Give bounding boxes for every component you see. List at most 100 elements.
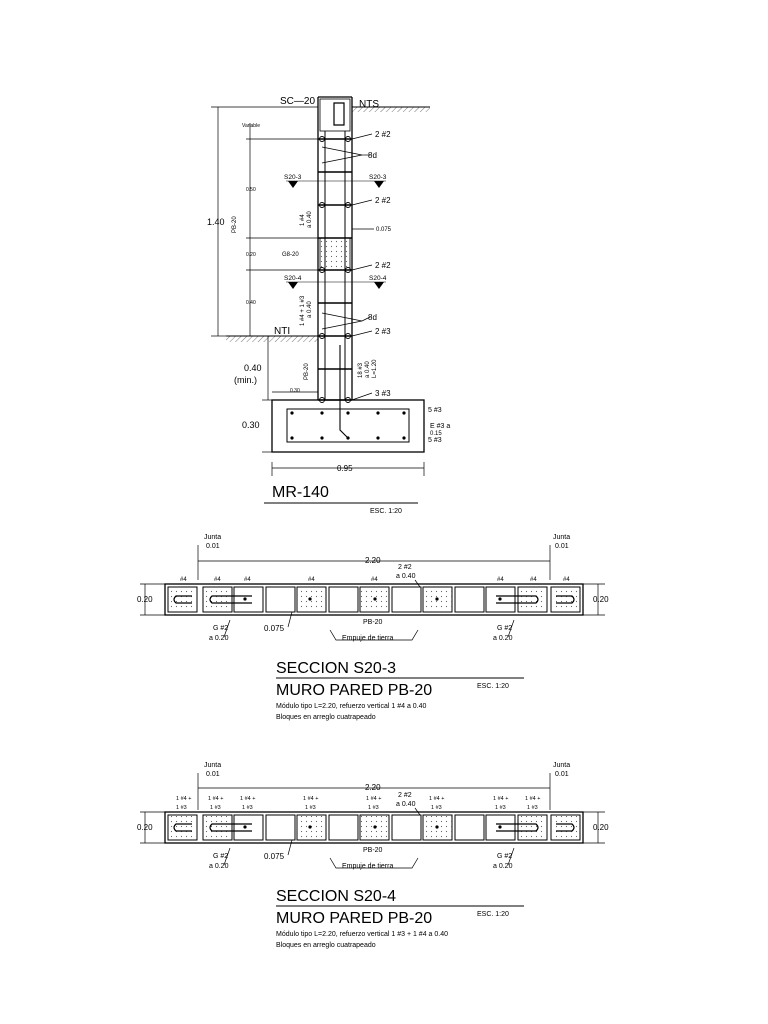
footing-bars — [290, 411, 406, 440]
label-s20-3-right: S20-3 — [369, 174, 387, 181]
label-vert-4-spacing: a 0.40 — [307, 211, 313, 228]
s20-4-bar-top: 2 #2 — [398, 792, 412, 799]
label-vert-4: 1 #4 — [300, 214, 306, 226]
wall-stem — [317, 96, 363, 439]
dim-total-height: 1.40 — [207, 217, 225, 227]
footing — [271, 399, 425, 453]
dim-050: 0.50 — [246, 187, 256, 193]
s20-3-bar-top-spacing: a 0.40 — [396, 573, 416, 580]
label-cover: 0.075 — [376, 227, 392, 233]
s20-4-subtitle: MURO PARED PB-20 — [276, 910, 432, 927]
s20-3-cell-label: #4 — [180, 577, 187, 583]
s20-3-junta-right: Junta — [553, 534, 570, 541]
s20-3-title: SECCION S20-3 — [276, 660, 396, 677]
label-vert-43-spacing: a 0.40 — [307, 301, 313, 318]
s20-4-cell-label-top: 1 #4 + — [208, 796, 223, 802]
s20-4-junta-right-value: 0.01 — [555, 771, 569, 778]
s20-4-cell-label-bottom: 1 #3 — [242, 805, 253, 811]
hook-8d-lower — [321, 312, 363, 330]
s20-4-empuje: Empuje de tierra — [342, 863, 393, 870]
elevation-scale: ESC. 1:20 — [370, 508, 402, 515]
s20-4-pb: PB-20 — [363, 847, 383, 854]
label-g8-20: G8-20 — [282, 252, 299, 258]
elevation-title: MR-140 — [272, 484, 329, 501]
s20-3-g-left: G #2 — [213, 625, 228, 632]
s20-3-cell-label: #4 — [563, 577, 570, 583]
s20-3-thickness-left: 0.20 — [137, 595, 153, 604]
s20-4-cell-label-top: 1 #4 + — [176, 796, 191, 802]
label-footing-stirrup: E #3 a — [430, 423, 450, 430]
s20-4-cell-label-top: 1 #4 + — [525, 796, 540, 802]
label-vert-43: 1 #4 + 1 #3 — [300, 295, 306, 326]
label-hook-8d-upper: 8d — [368, 151, 377, 160]
dim-stem: 0.30 — [290, 388, 300, 394]
s20-3-junta-right-value: 0.01 — [555, 543, 569, 550]
s20-4-cell-label-top: 1 #4 + — [303, 796, 318, 802]
label-footing-bars-bottom: 5 #3 — [428, 437, 442, 444]
s20-4-bar-top-spacing: a 0.40 — [396, 801, 416, 808]
s20-3-subtitle: MURO PARED PB-20 — [276, 682, 432, 699]
label-bar-3-3: 3 #3 — [375, 389, 391, 398]
s20-3-note2: Bloques en arreglo cuatrapeado — [276, 714, 376, 721]
s20-3-pb: PB-20 — [363, 619, 383, 626]
dim-embed: 0.40 — [244, 363, 262, 373]
s20-4-g-right: G #2 — [497, 853, 512, 860]
s20-3-g-right: G #2 — [497, 625, 512, 632]
s20-4-cell-label-top: 1 #4 + — [366, 796, 381, 802]
hook-8d-upper — [321, 146, 363, 164]
s20-3-length: 2.20 — [365, 556, 381, 565]
label-sc20: SC—20 — [280, 96, 315, 107]
s20-4-cell-label-bottom: 1 #3 — [305, 805, 316, 811]
label-s20-4-right: S20-4 — [369, 275, 387, 282]
s20-3-cell-label: #4 — [371, 577, 378, 583]
s20-4-cover: 0.075 — [264, 852, 285, 861]
section-s20-4: Junta 0.01 Junta 0.01 2.20 2 #2 a 0.40 0… — [137, 762, 609, 949]
s20-4-g-right-spacing: a 0.20 — [493, 863, 513, 870]
s20-4-junta-right: Junta — [553, 762, 570, 769]
label-pb20-upper: PB-20 — [232, 216, 238, 233]
footing-stirrup — [286, 408, 410, 443]
s20-4-cell-label-top: 1 #4 + — [493, 796, 508, 802]
s20-4-note1: Módulo tipo L=2.20, refuerzo vertical 1 … — [276, 931, 448, 938]
s20-4-junta-left-value: 0.01 — [206, 771, 220, 778]
s20-4-cell-label-bottom: 1 #3 — [495, 805, 506, 811]
label-hook-8d-lower: 8d — [368, 313, 377, 322]
s20-4-cell-label-bottom: 1 #3 — [210, 805, 221, 811]
label-bar-2-2-a: 2 #2 — [375, 130, 391, 139]
s20-4-g-left-spacing: a 0.20 — [209, 863, 229, 870]
dim-footing-width: 0.95 — [337, 464, 353, 473]
label-footing-stirrup-spacing: 0.15 — [430, 431, 442, 437]
s20-3-thickness-right: 0.20 — [593, 595, 609, 604]
label-bar-2-2-b: 2 #2 — [375, 196, 391, 205]
section-markers — [286, 180, 386, 289]
cap-block — [319, 98, 351, 132]
s20-4-cell-label-top: 1 #4 + — [240, 796, 255, 802]
elevation-dimensions — [211, 106, 425, 476]
s20-4-thickness-left: 0.20 — [137, 823, 153, 832]
label-pb20-lower: PB-20 — [304, 363, 310, 380]
s20-4-title: SECCION S20-4 — [276, 888, 396, 905]
s20-3-note1: Módulo tipo L=2.20, refuerzo vertical 1 … — [276, 703, 427, 710]
s20-3-bar-top: 2 #2 — [398, 564, 412, 571]
label-s20-4-left: S20-4 — [284, 275, 302, 282]
s20-3-cell-label: #4 — [530, 577, 537, 583]
s20-3-junta-left: Junta — [204, 534, 221, 541]
s20-3-scale: ESC. 1:20 — [477, 683, 509, 690]
s20-4-cell-label-bottom: 1 #3 — [368, 805, 379, 811]
dowel-bar — [339, 345, 349, 439]
s20-4-note2: Bloques en arreglo cuatrapeado — [276, 942, 376, 949]
section-s20-3: Junta 0.01 Junta 0.01 2.20 2 #2 a 0.40 0… — [137, 534, 609, 721]
label-bar-2-2-c: 2 #2 — [375, 261, 391, 270]
s20-4-cell-label-bottom: 1 #3 — [527, 805, 538, 811]
label-dowel-length: L=1.20 — [372, 359, 378, 378]
label-bar-2-3: 2 #3 — [375, 327, 391, 336]
s20-4-g-left: G #2 — [213, 853, 228, 860]
s20-4-cell-label-top: 1 #4 + — [429, 796, 444, 802]
dim-020: 0.20 — [246, 252, 256, 258]
s20-3-cover: 0.075 — [264, 624, 285, 633]
label-dowel: 18 #3 — [358, 362, 364, 378]
s20-4-cell-label-bottom: 1 #3 — [431, 805, 442, 811]
label-variable: Variable — [242, 123, 260, 129]
s20-4-thickness-right: 0.20 — [593, 823, 609, 832]
s20-3-empuje: Empuje de tierra — [342, 635, 393, 642]
